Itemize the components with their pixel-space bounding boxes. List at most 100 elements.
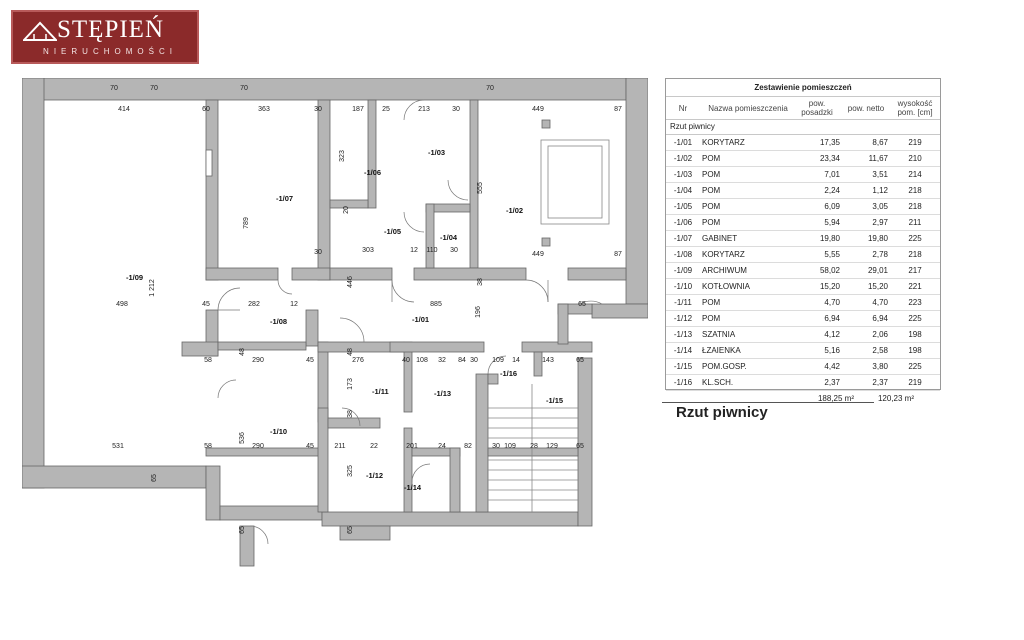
floor-area: 19,80 — [819, 234, 840, 243]
dimension-label: 555 — [477, 182, 484, 194]
dimension-label: 282 — [248, 301, 260, 308]
dimension-label: 20 — [343, 206, 350, 214]
dimension-label: 70 — [110, 85, 118, 92]
room-number: -1/15 — [673, 362, 693, 371]
room-label: -1/12 — [366, 471, 383, 480]
header-nr: Nr — [678, 103, 688, 113]
dimension-label: 22 — [370, 443, 378, 450]
room-label: -1/09 — [126, 273, 143, 282]
room-height: 219 — [908, 378, 922, 387]
dimension-label: 87 — [614, 251, 622, 258]
room-label: -1/02 — [506, 206, 523, 215]
floor-area: 7,01 — [824, 170, 840, 179]
dimension-label: 30 — [492, 443, 500, 450]
room-number: -1/02 — [673, 154, 693, 163]
room-name: GABINET — [702, 234, 738, 243]
dimension-label: 30 — [450, 247, 458, 254]
room-label: -1/14 — [404, 483, 422, 492]
room-name: POM — [702, 314, 721, 323]
floor-area: 2,24 — [824, 186, 840, 195]
dimension-label: 38 — [477, 278, 484, 286]
room-height: 198 — [908, 330, 922, 339]
dimension-label: 325 — [347, 465, 354, 477]
room-name: POM — [702, 186, 721, 195]
dimension-label: 65 — [578, 301, 586, 308]
room-height: 214 — [908, 170, 922, 179]
room-height: 217 — [908, 266, 922, 275]
dimension-label: 48 — [347, 348, 354, 356]
dimension-label: 885 — [430, 301, 442, 308]
floor-area: 6,09 — [824, 202, 840, 211]
room-height: 218 — [908, 186, 922, 195]
room-label: -1/07 — [276, 194, 293, 203]
room-number: -1/09 — [673, 266, 693, 275]
room-label: -1/05 — [384, 227, 401, 236]
logo-subtitle: NIERUCHOMOŚCI — [43, 47, 177, 56]
net-area: 11,67 — [868, 154, 888, 163]
header-floor-area: pow. posadzki — [801, 99, 833, 117]
room-labels: -1/09 -1/07 -1/06 -1/03 -1/05 -1/04 -1/0… — [126, 148, 563, 492]
net-area: 2,78 — [872, 250, 888, 259]
room-number: -1/04 — [673, 186, 693, 195]
floor-area: 23,34 — [819, 154, 840, 163]
room-name: KL.SCH. — [702, 378, 734, 387]
floor-area: 4,12 — [824, 330, 840, 339]
net-area: 2,58 — [872, 346, 888, 355]
net-area: 2,97 — [872, 218, 888, 227]
room-height: 219 — [908, 138, 922, 147]
room-label: -1/08 — [270, 317, 287, 326]
floor-plan: -1/09 -1/07 -1/06 -1/03 -1/05 -1/04 -1/0… — [22, 78, 648, 568]
logo-name: STĘPIEŃ — [57, 16, 164, 43]
dimension-label: 129 — [546, 443, 558, 450]
house-roof-icon — [23, 21, 57, 41]
room-height: 218 — [908, 250, 922, 259]
dimension-label: 45 — [202, 301, 210, 308]
net-area: 2,06 — [872, 330, 888, 339]
room-number: -1/06 — [673, 218, 693, 227]
room-number: -1/01 — [673, 138, 693, 147]
net-area: 15,20 — [867, 282, 888, 291]
room-number: -1/07 — [673, 234, 693, 243]
room-name: KORYTARZ — [702, 250, 745, 259]
dimension-label: 536 — [239, 432, 246, 444]
room-height: 198 — [908, 346, 922, 355]
dimension-label: 58 — [204, 357, 212, 364]
total-floor-area: 188,25 m² — [817, 394, 854, 403]
room-number: -1/12 — [673, 314, 693, 323]
dimension-label: 65 — [239, 526, 246, 534]
floor-area: 4,70 — [824, 298, 840, 307]
dimension-label: 12 — [290, 301, 298, 308]
room-name: ŁZAIENKA — [702, 346, 741, 355]
dimension-label: 65 — [576, 443, 584, 450]
dimension-label: 28 — [530, 443, 538, 450]
room-number: -1/08 — [673, 250, 693, 259]
dimension-label: 789 — [243, 217, 250, 229]
room-name: POM — [702, 298, 721, 307]
room-label: -1/01 — [412, 315, 429, 324]
dimension-label: 70 — [240, 85, 248, 92]
table-header: Nr Nazwa pomieszczenia pow. posadzki pow… — [666, 97, 940, 120]
rooms-table: Zestawienie pomieszczeń Nr Nazwa pomiesz… — [665, 78, 941, 403]
plan-caption: Rzut piwnicy — [676, 404, 768, 421]
dimension-label: 109 — [492, 357, 504, 364]
net-area: 8,67 — [872, 138, 888, 147]
dimension-label: 109 — [504, 443, 516, 450]
floor-area: 17,35 — [819, 138, 840, 147]
room-label: -1/11 — [372, 387, 389, 396]
floor-plan-drawing: -1/09 -1/07 -1/06 -1/03 -1/05 -1/04 -1/0… — [22, 78, 648, 567]
dimension-label: 276 — [352, 357, 364, 364]
floor-area: 15,20 — [819, 282, 840, 291]
dimension-label: 40 — [402, 357, 410, 364]
dimension-label: 323 — [339, 150, 346, 162]
dimension-label: 108 — [416, 357, 428, 364]
dimension-label: 82 — [464, 443, 472, 450]
room-number: -1/03 — [673, 170, 693, 179]
dimension-label: 211 — [334, 443, 345, 450]
